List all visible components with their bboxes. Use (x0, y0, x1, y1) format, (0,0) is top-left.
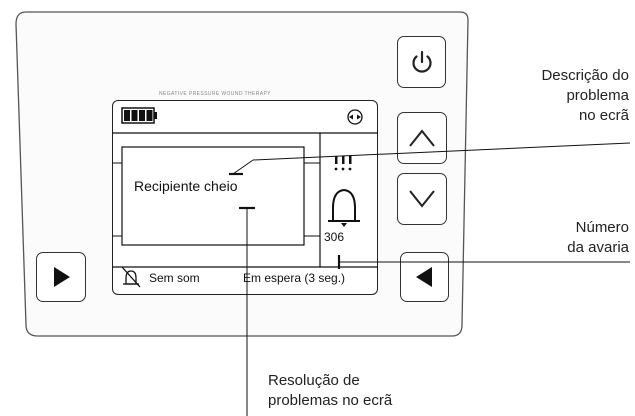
callout-resolution-line-2: problemas no ecrã (268, 392, 393, 409)
screen-graphics (111, 106, 378, 287)
triangle-left-icon (415, 267, 432, 287)
error-number: 306 (324, 230, 345, 244)
mute-icon (121, 266, 140, 287)
brand-text: NEGATIVE PRESSURE WOUND THERAPY (159, 91, 271, 97)
lock-icon (346, 108, 363, 125)
callout-resolution: Resolução de problemas no ecrã (268, 371, 392, 411)
chevron-down-icon (409, 190, 435, 208)
status-standby: Em espera (3 seg.) (243, 271, 346, 285)
chevron-up-icon (409, 129, 435, 147)
callout-description-line-2: problema (566, 87, 629, 104)
triangle-right-icon (54, 267, 70, 287)
up-button[interactable] (397, 112, 447, 164)
callout-error-number: Número da avaria (567, 218, 629, 258)
right-arrow-button[interactable] (36, 252, 86, 302)
screen-message: Recipiente cheio (134, 178, 238, 194)
callout-error-line-2: da avaria (567, 239, 629, 256)
callout-description-line-3: no ecrã (578, 107, 629, 124)
power-icon (411, 50, 432, 73)
callout-error-line-1: Número (575, 219, 629, 236)
status-mute: Sem som (149, 271, 200, 285)
lcd-screen: Recipiente cheio 306 Sem som Em espera (… (111, 100, 378, 295)
power-button[interactable] (397, 36, 446, 88)
callout-description: Descrição do problema no ecrã (541, 66, 629, 126)
callout-resolution-line-1: Resolução de (268, 372, 360, 389)
bell-icon (327, 188, 360, 227)
down-button[interactable] (397, 173, 447, 225)
left-arrow-button[interactable] (400, 252, 449, 302)
drops-icon (334, 155, 351, 170)
battery-icon (120, 106, 157, 124)
callout-description-line-1: Descrição do (541, 67, 629, 84)
